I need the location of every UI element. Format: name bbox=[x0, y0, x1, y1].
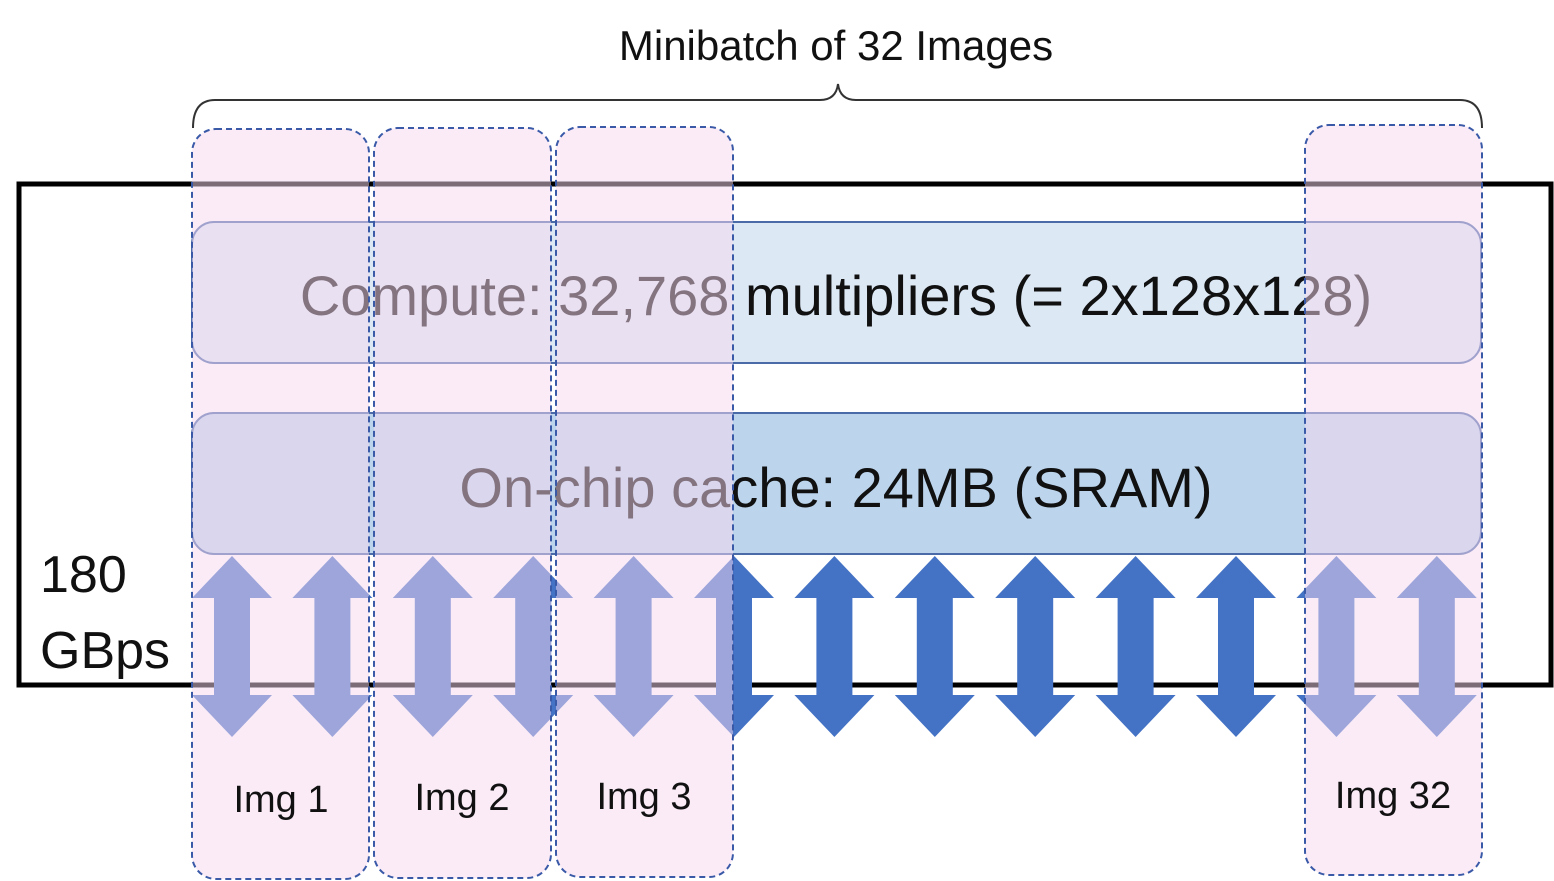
bidirectional-arrow-icon bbox=[1196, 556, 1276, 737]
bidirectional-arrow-icon bbox=[794, 556, 875, 737]
image-column-box bbox=[1304, 124, 1483, 876]
image-label: Img 2 bbox=[414, 777, 509, 819]
diagram-title: Minibatch of 32 Images bbox=[619, 22, 1053, 69]
minibatch-brace bbox=[192, 83, 1483, 129]
image-column-2: Img 2 bbox=[373, 127, 552, 879]
bandwidth-unit: GBps bbox=[40, 622, 170, 680]
image-column-box bbox=[555, 126, 734, 878]
bidirectional-arrow-icon bbox=[894, 556, 975, 737]
image-column-box bbox=[373, 127, 552, 879]
image-column-3: Img 3 bbox=[555, 126, 734, 878]
image-column-32: Img 32 bbox=[1304, 124, 1483, 876]
image-label: Img 3 bbox=[596, 776, 691, 818]
image-label: Img 32 bbox=[1335, 775, 1451, 817]
bidirectional-arrow-icon bbox=[1095, 556, 1176, 737]
bandwidth-value: 180 bbox=[40, 546, 127, 604]
image-label: Img 1 bbox=[233, 779, 328, 821]
bidirectional-arrow-icon bbox=[995, 556, 1076, 737]
image-column-box bbox=[191, 128, 370, 880]
chip-outline bbox=[16, 181, 1554, 688]
image-column-1: Img 1 bbox=[191, 128, 370, 880]
